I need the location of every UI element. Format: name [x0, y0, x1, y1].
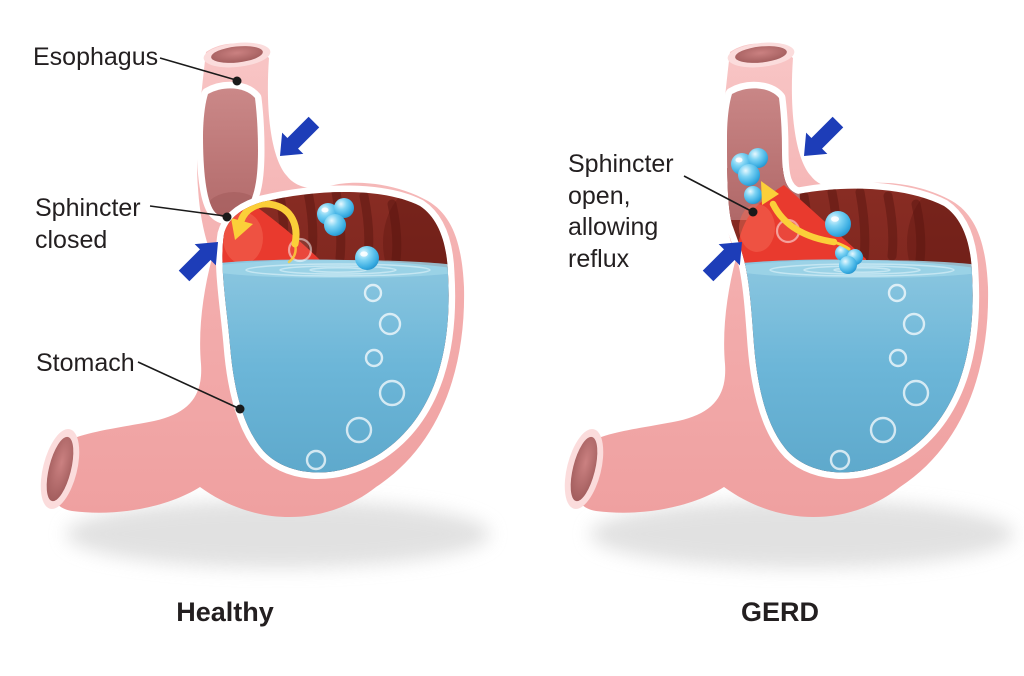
stomach-label: Stomach — [36, 349, 135, 377]
bubble-ring — [345, 416, 373, 444]
sphincter-open-label: Sphincter open, allowing reflux — [568, 150, 674, 273]
bubble-ring — [378, 379, 406, 407]
healthy-stomach-figure — [40, 42, 490, 568]
healthy-caption: Healthy — [176, 597, 274, 627]
esophagus-opening — [211, 46, 263, 63]
stomach-shadow — [66, 500, 490, 568]
bubble-ring — [902, 312, 926, 336]
label-dot — [232, 76, 242, 86]
bubble-ring — [363, 283, 383, 303]
bubble-ring — [888, 348, 908, 368]
pylorus-opening — [570, 436, 598, 502]
bubble-ring — [887, 283, 907, 303]
bubble-ring — [829, 449, 851, 471]
bubble-ring — [869, 416, 897, 444]
bubble-ring — [378, 312, 402, 336]
bubble-ring — [305, 449, 327, 471]
annotation-lines — [137, 57, 758, 414]
esophagus-label: Esophagus — [33, 43, 159, 71]
label-dot — [222, 212, 232, 222]
gerd-caption: GERD — [740, 597, 819, 627]
pressure-arrow-icon — [793, 111, 849, 167]
loop-arrow-icon — [231, 200, 300, 264]
sphincter-closed-label: Sphincter closed — [35, 194, 141, 254]
bubble-ring — [902, 379, 930, 407]
leader-line-esophagus — [159, 57, 237, 81]
stomach-shadow — [590, 500, 1014, 568]
leader-line-stomach — [137, 361, 239, 409]
gas-bubbles — [317, 198, 379, 270]
leader-line-sphincter-closed — [149, 205, 226, 217]
bubble-ring — [364, 348, 384, 368]
label-dot — [748, 207, 758, 217]
gerd-stomach-figure — [564, 42, 1014, 568]
label-dot — [235, 404, 245, 414]
esophagus-opening — [735, 46, 787, 63]
pressure-arrow-icon — [269, 111, 325, 167]
gas-bubbles-escaping — [731, 148, 863, 274]
pylorus-opening — [46, 436, 74, 502]
leader-line-sphincter-open — [683, 175, 752, 212]
reflux-arrow-icon — [761, 181, 851, 251]
